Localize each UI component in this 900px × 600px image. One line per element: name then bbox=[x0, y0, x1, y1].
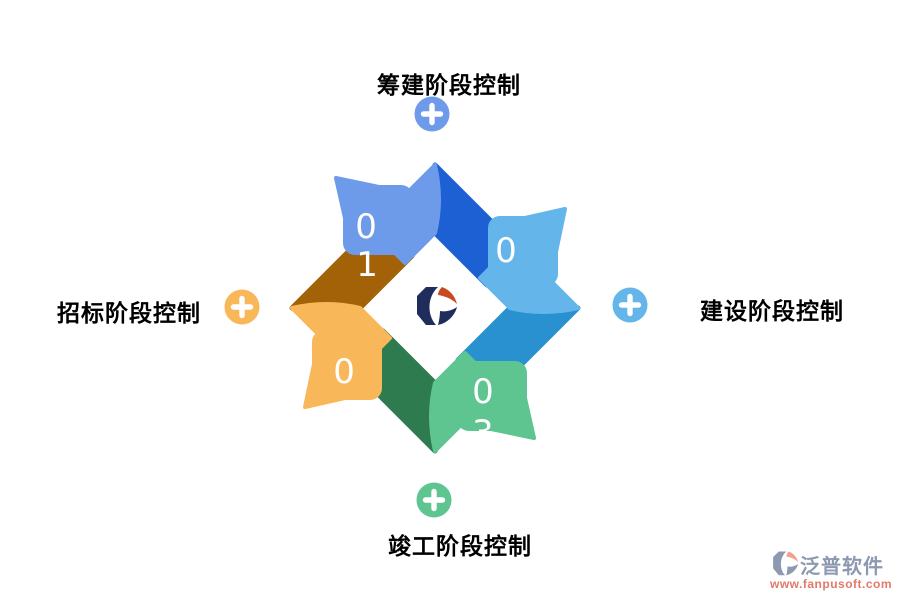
plus-icon bbox=[618, 293, 642, 317]
logo-swoosh bbox=[438, 307, 457, 325]
logo-crescent bbox=[786, 551, 799, 563]
watermark-brand: 泛普软件 bbox=[800, 555, 884, 578]
step-digit: 0 bbox=[495, 231, 517, 271]
stage-label-bottom: 竣工阶段控制 bbox=[388, 533, 532, 559]
logo-hex-left bbox=[773, 551, 787, 576]
stage-label-top: 筹建阶段控制 bbox=[377, 72, 521, 98]
step-digit: 1 bbox=[356, 245, 378, 285]
plus-button-bottom[interactable] bbox=[416, 482, 452, 518]
arrow-light-bands bbox=[290, 163, 580, 453]
plus-icon bbox=[420, 102, 444, 126]
stage-label-left: 招标阶段控制 bbox=[57, 300, 201, 326]
step-digit: 0 bbox=[472, 372, 494, 412]
plus-button-left[interactable] bbox=[224, 289, 260, 325]
fanpu-logo-icon-small bbox=[773, 551, 799, 576]
arrow-right-light-band bbox=[478, 207, 580, 314]
watermark-url: www.fanpusoft.com bbox=[770, 577, 893, 591]
step-digit: 3 bbox=[472, 413, 494, 453]
arrow-step-numbers: 0 1 0 0 3 0 bbox=[333, 207, 517, 453]
arrow-left-light-band bbox=[290, 302, 392, 409]
watermark-row: 泛普软件 bbox=[770, 549, 900, 579]
fanpu-logo-icon bbox=[417, 287, 457, 325]
plus-button-top[interactable] bbox=[414, 96, 450, 132]
step-digit: 0 bbox=[333, 352, 355, 392]
plus-button-right[interactable] bbox=[612, 287, 648, 323]
arrow-top-light-band bbox=[334, 163, 441, 265]
plus-icon bbox=[230, 295, 254, 319]
stage-label-right: 建设阶段控制 bbox=[700, 298, 844, 324]
watermark: 泛普软件 www.fanpusoft.com bbox=[770, 549, 900, 591]
step-digit: 0 bbox=[355, 207, 377, 247]
logo-crescent bbox=[438, 287, 457, 304]
logo-swoosh bbox=[786, 564, 799, 576]
plus-icon bbox=[422, 488, 446, 512]
logo-hex-left bbox=[417, 287, 438, 325]
arrow-bottom-light-band bbox=[429, 351, 536, 453]
